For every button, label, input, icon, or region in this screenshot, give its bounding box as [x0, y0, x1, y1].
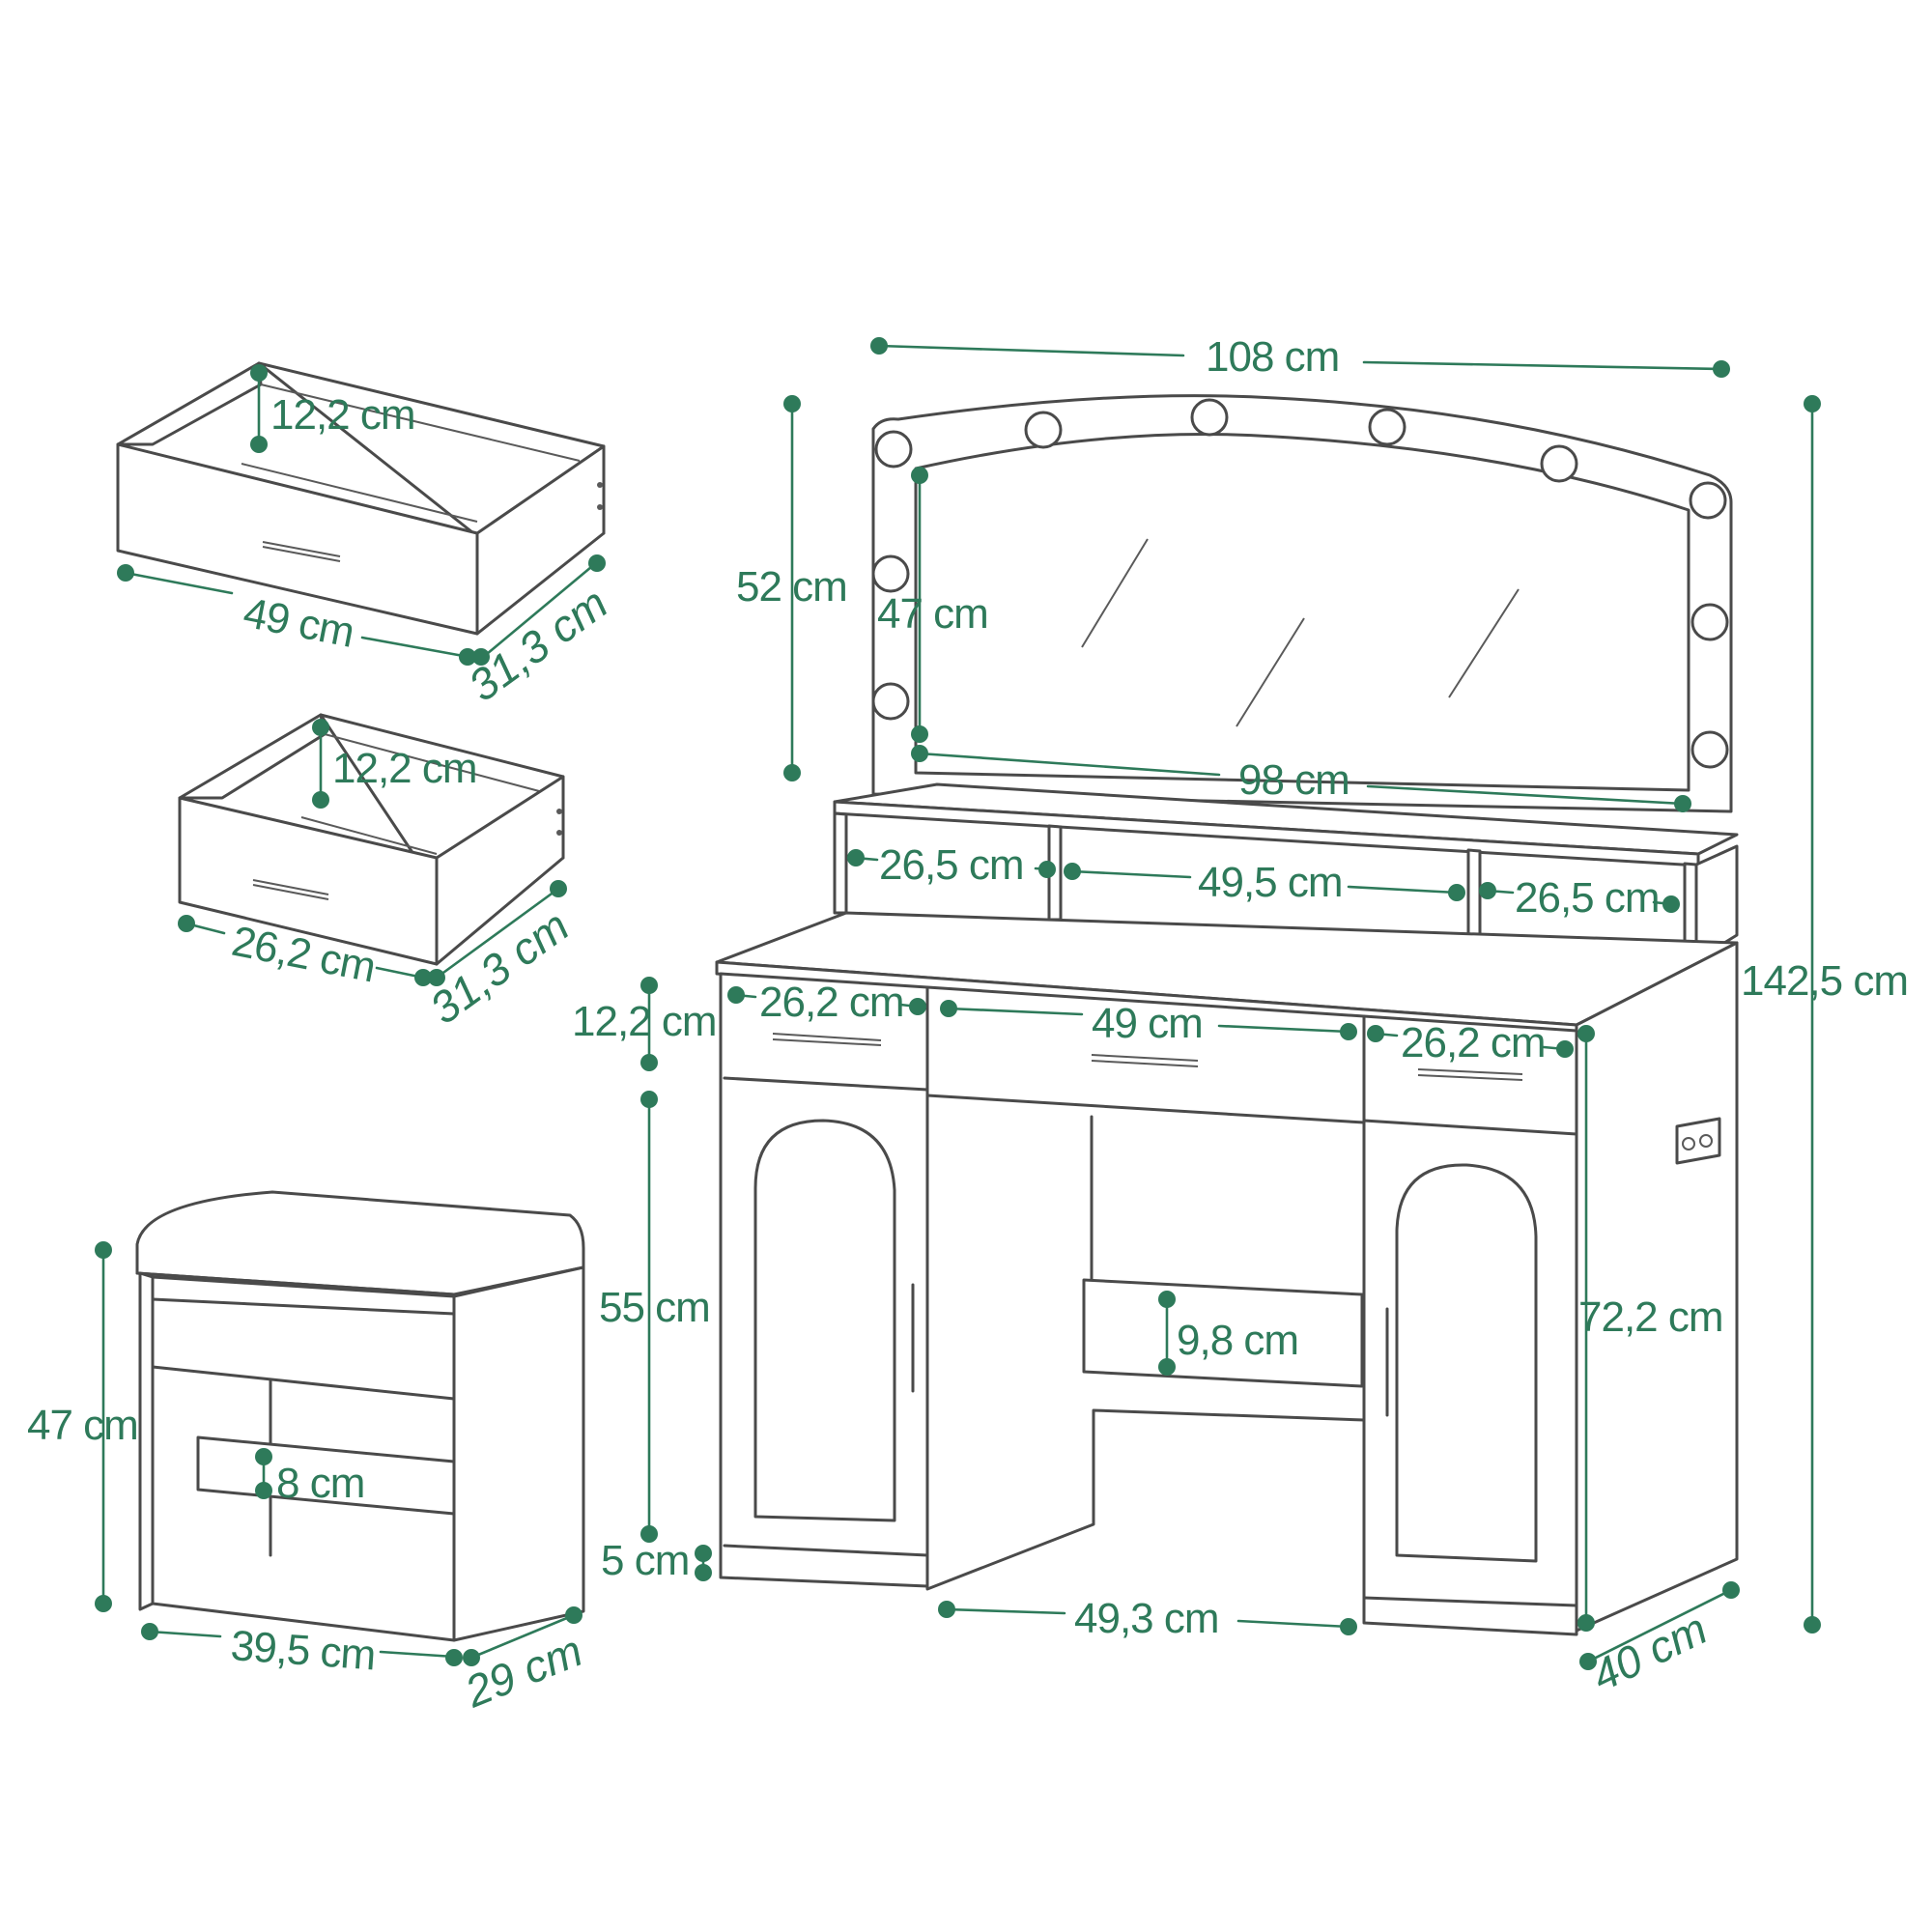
dim-dot: [640, 1525, 658, 1543]
dim-dot: [428, 969, 445, 986]
shelf-right-width-label: 26,5 cm: [1515, 874, 1660, 922]
dim-dot: [1579, 1653, 1597, 1670]
dim-dot: [911, 725, 928, 743]
dim-dot: [141, 1623, 158, 1640]
dim-dot: [783, 764, 801, 781]
dim-dot: [695, 1564, 712, 1581]
dim-dot: [1804, 1616, 1821, 1634]
desk-knee-clearance-label: 55 cm: [599, 1284, 710, 1331]
dim-dot: [550, 880, 567, 897]
drawer-large-illustration: [116, 361, 606, 636]
dim-dot: [640, 1054, 658, 1071]
dim-dot: [463, 1649, 480, 1666]
stool-rail-label: 8 cm: [276, 1460, 364, 1507]
mirror-frame-height-label: 52 cm: [736, 563, 847, 611]
stool-height-label: 47 cm: [27, 1402, 138, 1449]
dim-dot: [911, 467, 928, 484]
stool-illustration: [135, 1190, 585, 1642]
dim-dot: [414, 969, 432, 986]
shelf-middle-width-label: 49,5 cm: [1198, 859, 1343, 906]
drawer-small-height-label: 12,2 cm: [332, 745, 477, 792]
dim-dot: [1662, 895, 1680, 913]
dim-dot: [1713, 360, 1730, 378]
desk-drawer-height-label: 12,2 cm: [572, 998, 717, 1045]
desk-height-label: 72,2 cm: [1578, 1293, 1723, 1341]
drawer-small-illustration: [178, 713, 565, 966]
dim-dot: [1577, 1614, 1595, 1632]
dim-dot: [95, 1595, 112, 1612]
dim-dot: [1804, 395, 1821, 412]
dim-dot: [938, 1601, 955, 1618]
drawer-large-height-label: 12,2 cm: [270, 391, 415, 439]
stool-width-label: 39,5 cm: [229, 1622, 377, 1679]
dim-dot: [727, 986, 745, 1004]
dim-dot: [472, 648, 490, 666]
stool-depth-label: 29 cm: [457, 1625, 589, 1718]
dim-dot: [312, 791, 329, 809]
total-height-label: 142,5 cm: [1741, 957, 1908, 1005]
dim-dot: [783, 395, 801, 412]
dim-dot: [911, 745, 928, 762]
desk-back-panel-label: 9,8 cm: [1177, 1317, 1298, 1364]
shelf-illustration: [833, 782, 1739, 962]
desk-drawer-middle-width-label: 49 cm: [1092, 1000, 1203, 1047]
dim-dot: [1340, 1618, 1357, 1635]
mirror-glass-width-label: 98 cm: [1238, 756, 1350, 804]
dim-dot: [459, 648, 476, 666]
dim-dot: [565, 1606, 582, 1624]
shelf-left-width-label: 26,5 cm: [879, 841, 1024, 889]
dim-dot: [1158, 1291, 1176, 1308]
dim-dot: [695, 1545, 712, 1562]
dim-dot: [1479, 882, 1496, 899]
dim-dot: [255, 1448, 272, 1465]
mirror-illustration: [871, 394, 1733, 813]
dim-dot: [1038, 861, 1056, 878]
dim-dot: [1340, 1023, 1357, 1040]
dim-dot: [250, 436, 268, 453]
dim-dot: [588, 554, 606, 572]
dim-dot: [1064, 863, 1081, 880]
dim-dot: [1158, 1358, 1176, 1376]
dim-dot: [1722, 1581, 1740, 1599]
mirror-glass-height-label: 47 cm: [877, 590, 988, 638]
dim-dot: [312, 719, 329, 736]
desk-drawer-right-width-label: 26,2 cm: [1401, 1019, 1546, 1066]
dim-dot: [1448, 884, 1465, 901]
dim-dot: [1674, 795, 1691, 812]
desk-base-height-label: 5 cm: [601, 1537, 689, 1584]
desk-drawer-left-width-label: 26,2 cm: [759, 979, 904, 1026]
desk-knee-width-label: 49,3 cm: [1074, 1595, 1219, 1642]
desk-illustration: [715, 911, 1739, 1636]
dim-dot: [847, 849, 865, 867]
dim-dot: [445, 1649, 463, 1666]
dim-dot: [95, 1241, 112, 1259]
dim-dot: [640, 977, 658, 994]
mirror-total-width-label: 108 cm: [1206, 333, 1339, 381]
dim-dot: [870, 337, 888, 355]
vanity-dimensions: 108 cm 52 cm 47 cm 98 cm 26,5 cm 49,5 cm: [572, 333, 1909, 1701]
dim-dot: [117, 564, 134, 582]
dim-dot: [909, 998, 926, 1015]
dim-dot: [178, 915, 195, 932]
dim-dot: [1367, 1025, 1384, 1042]
stool-dimensions: 47 cm 8 cm 39,5 cm 29 cm: [27, 1241, 589, 1718]
dim-dot: [940, 1000, 957, 1017]
dim-dot: [250, 364, 268, 382]
dim-dot: [1556, 1040, 1574, 1058]
dim-dot: [255, 1482, 272, 1499]
dim-dot: [1577, 1025, 1595, 1042]
dim-dot: [640, 1091, 658, 1108]
